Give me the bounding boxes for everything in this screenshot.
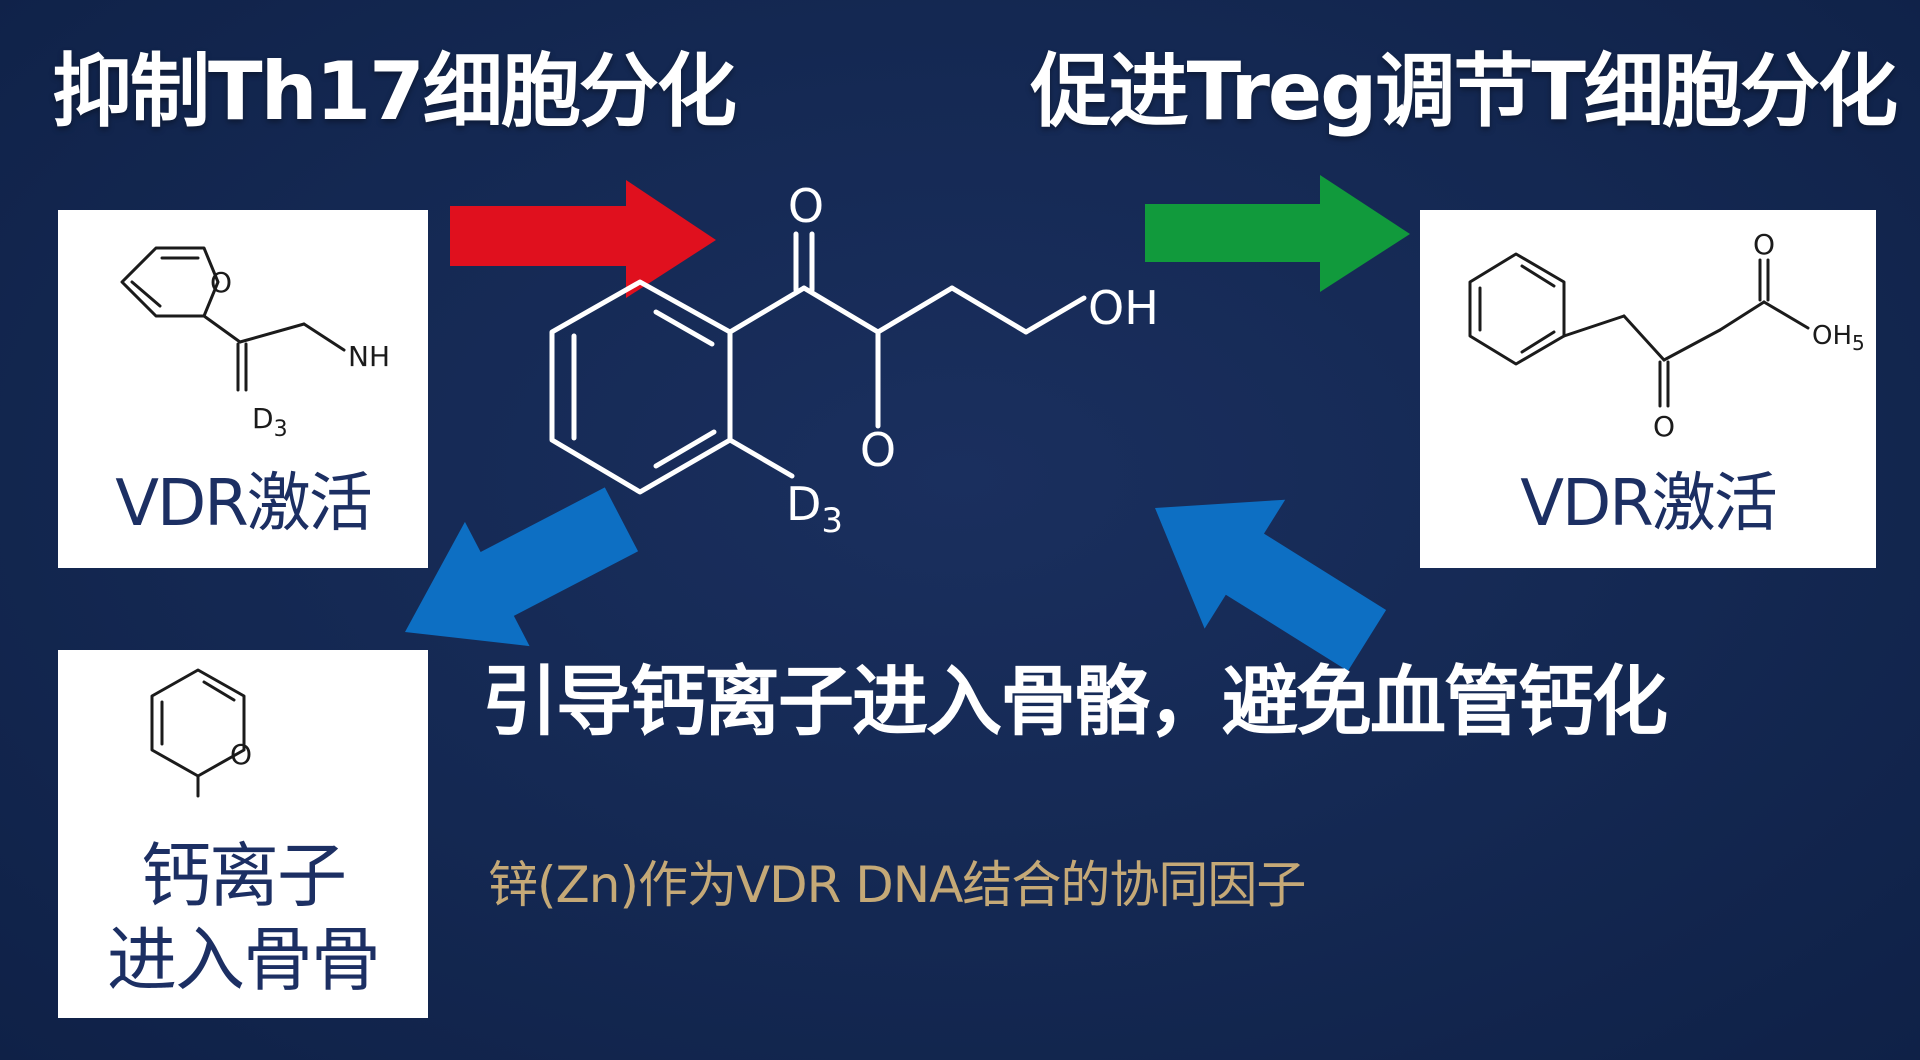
bond-deuterium <box>727 437 795 479</box>
card-label: 钙离子 进入骨骨 <box>58 834 428 1002</box>
card-label: VDR激活 <box>1520 467 1778 541</box>
benzene-ring <box>1468 252 1566 366</box>
title-inhibit-th17: 抑制Th17细胞分化 <box>52 45 737 138</box>
atom-o-top: O <box>1753 228 1775 261</box>
ring-double-2 <box>1520 330 1556 354</box>
bond-side-3 <box>302 322 346 352</box>
card-label: VDR激活 <box>115 467 373 541</box>
bond-1 <box>1562 314 1626 338</box>
bond-4 <box>1718 300 1766 332</box>
bond-2 <box>1622 314 1666 362</box>
pyran-molecule: O NH D3 <box>120 246 390 442</box>
green-arrow <box>1145 175 1410 292</box>
ring-double-1 <box>202 680 236 702</box>
bond-side-2 <box>238 322 306 344</box>
dihydropyran-molecule: O <box>150 668 252 798</box>
caption-zinc-cofactor: 锌(Zn)作为VDR DNA结合的协同因子 <box>488 856 1306 914</box>
bond-side-1 <box>202 314 242 344</box>
bond-chain-4 <box>1023 295 1087 335</box>
card-label-line-2: 进入骨骨 <box>107 919 381 1001</box>
atom-d: D3 <box>786 477 843 541</box>
card-vdr-activation-left: O NH D3 VDR激活 <box>58 210 428 568</box>
card-label-line-1: 钙离子 <box>141 835 347 917</box>
bond-chain-1 <box>801 285 881 335</box>
atom-d: D3 <box>252 402 288 442</box>
atom-o: O <box>230 738 252 771</box>
bond-chain-3 <box>949 285 1029 335</box>
atom-nh: NH <box>348 340 390 373</box>
red-arrow <box>450 180 716 298</box>
blue-arrow-up-left <box>1155 499 1387 672</box>
atom-oh: OH5 <box>1812 321 1865 355</box>
atom-o-top: O <box>788 179 824 233</box>
ring-double-2 <box>130 280 162 308</box>
atom-o-mid: O <box>860 423 896 477</box>
bond-5 <box>1762 300 1810 330</box>
ring-double-bond-2 <box>653 429 717 469</box>
atom-oh: OH <box>1088 281 1159 335</box>
card-vdr-activation-right: O O OH5 VDR激活 <box>1420 210 1876 568</box>
headline-calcium-to-bone: 引导钙离子进入骨骼，避免血管钙化 <box>482 657 1668 746</box>
bond-ring-carbonyl <box>727 285 807 335</box>
benzene-ring <box>549 279 733 495</box>
blue-arrow-down-left <box>405 487 639 647</box>
atom-o: O <box>210 266 232 299</box>
title-promote-treg: 促进Treg调节T细胞分化 <box>1030 45 1898 138</box>
ring-double-bond-1 <box>653 309 715 347</box>
bond-chain-2 <box>875 285 955 335</box>
card-calcium-into-bone: O 钙离子 进入骨骨 <box>58 650 428 1018</box>
bond-3 <box>1662 328 1722 362</box>
atom-o-bottom: O <box>1653 410 1675 443</box>
ring-double-1 <box>1520 264 1556 288</box>
keto-acid-molecule: O O OH5 <box>1468 228 1865 443</box>
